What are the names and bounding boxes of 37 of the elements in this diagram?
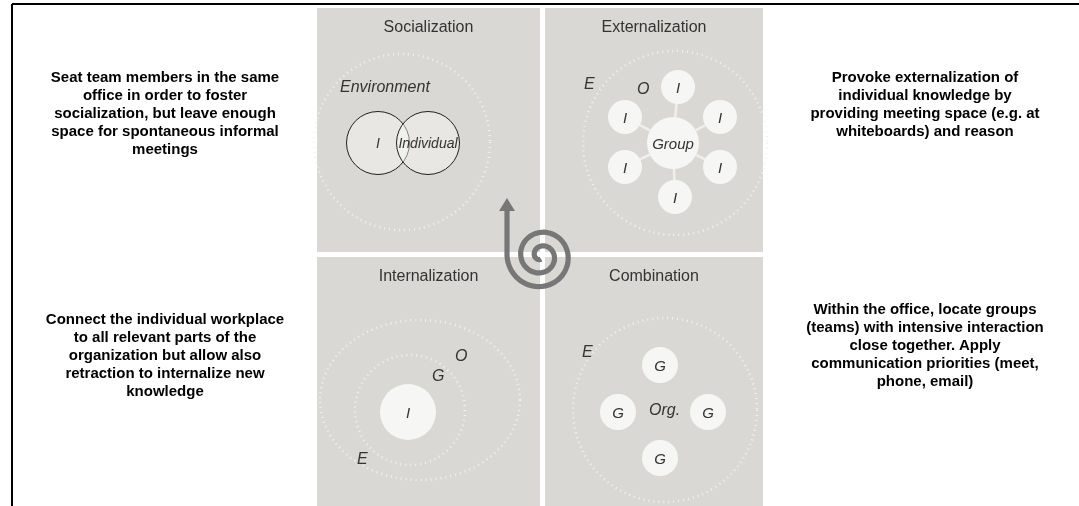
quadrant-title: Combination <box>608 267 700 285</box>
note-text: Within the office, locate groups (teams) with intensive interaction close together. Apply communication priorities (meet, phone, email) <box>805 300 1045 390</box>
circle-node: G <box>690 394 726 430</box>
letter-label: E <box>357 450 368 468</box>
circle-node: I <box>658 180 692 214</box>
quadrant-title: Externalization <box>600 18 708 36</box>
letter-label: O <box>455 347 468 365</box>
note-text: Seat team members in the same office in order to foster socialization, but leave enough space for spontaneous informal meetings <box>49 68 281 158</box>
letter-label: G <box>432 367 445 385</box>
circle-node: I <box>703 150 737 184</box>
circle-node: I <box>661 70 695 104</box>
quadrant-panel <box>545 257 763 506</box>
circle-node: Group <box>647 117 699 169</box>
circle-node: G <box>600 394 636 430</box>
letter-label: E <box>582 343 593 361</box>
outlined-circle: Individual <box>396 111 460 175</box>
letter-label: O <box>637 80 650 98</box>
connector-line <box>695 153 706 161</box>
circle-node: I <box>703 100 737 134</box>
letter-label: E <box>584 75 595 93</box>
quadrant-panel <box>317 8 540 252</box>
circle-node: I <box>608 150 642 184</box>
letter-label: Org. <box>649 401 681 419</box>
connector-line <box>639 153 651 161</box>
circle-node: G <box>642 440 678 476</box>
circle-node: I <box>380 384 436 440</box>
circle-node: I <box>608 100 642 134</box>
circle-node: G <box>642 347 678 383</box>
note-text: Provoke externalization of individual knowledge by providing meeting space (e.g. at whiteboards) and reason <box>809 68 1041 140</box>
quadrant-title: Socialization <box>382 18 475 36</box>
note-text: Connect the individual workplace to all relevant parts of the organization but allow also retraction to internalize new knowledge <box>44 310 286 400</box>
quadrant-panel <box>317 257 540 506</box>
quadrant-title: Internalization <box>377 267 480 285</box>
quadrant-panel <box>545 8 763 252</box>
connector-line <box>695 124 706 132</box>
connector-line <box>639 124 651 132</box>
region-label: Environment <box>340 78 430 96</box>
